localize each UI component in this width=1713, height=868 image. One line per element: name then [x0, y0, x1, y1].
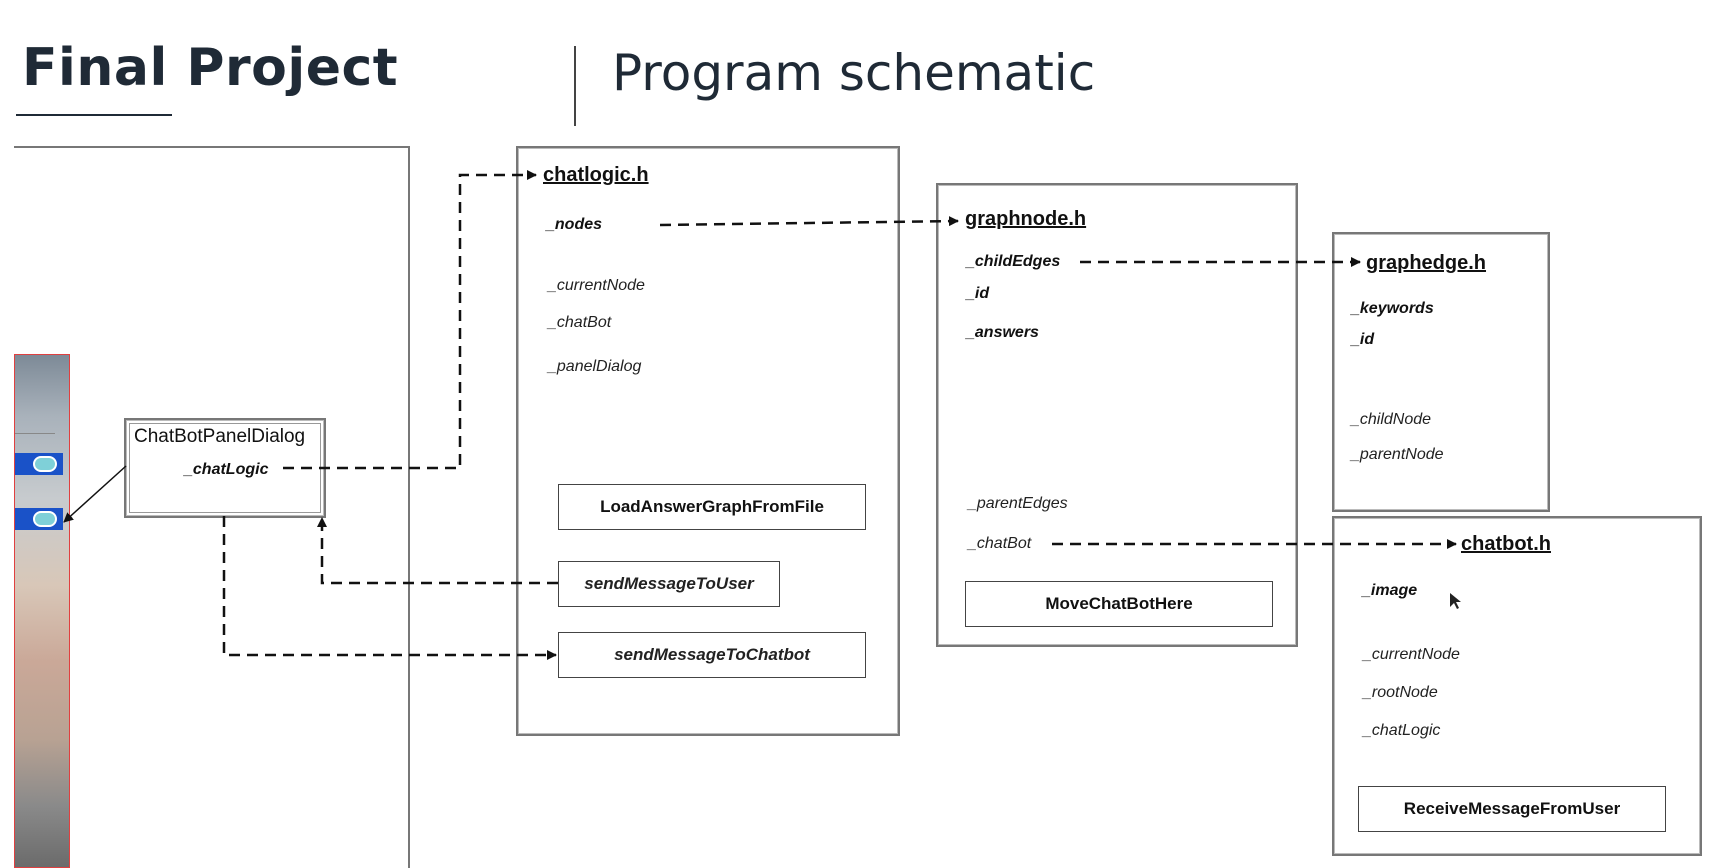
chatlogic-member: _currentNode [548, 277, 645, 294]
slide-title: Final Project [22, 38, 399, 98]
function-move-chatbot-here: MoveChatBotHere [965, 581, 1273, 627]
arrow-panel-to-thumbnail [63, 465, 127, 523]
graphnode-member: _id [966, 285, 990, 302]
graphnode-member: _chatBot [968, 535, 1032, 552]
arrow-chatlogic-to-header [283, 170, 537, 470]
chatbot-member: _currentNode [1363, 646, 1460, 663]
chatlogic-class-box [516, 146, 900, 736]
chatbot-member: _image [1362, 582, 1418, 599]
graphnode-header: graphnode.h [965, 208, 1087, 230]
chatlogic-member: _nodes [546, 216, 603, 233]
graphedge-class-box [1332, 232, 1550, 512]
chat-bubble-icon [15, 453, 63, 475]
panel-dialog-title: ChatBotPanelDialog [134, 426, 306, 447]
panel-dialog-member-chatlogic: _chatLogic [184, 461, 269, 478]
graphedge-header: graphedge.h [1366, 252, 1487, 274]
title-underline [16, 114, 172, 116]
chat-bubble-icon [15, 508, 63, 530]
graphnode-member: _parentEdges [968, 495, 1068, 512]
chatlogic-member: _chatBot [548, 314, 612, 331]
thumbnail-divider [15, 433, 55, 434]
arrow-nodes-to-graphnode [659, 216, 959, 227]
function-send-message-to-user: sendMessageToUser [558, 561, 780, 607]
arrow-sendmessage-to-panel [317, 517, 558, 585]
chatlogic-member: _panelDialog [548, 358, 642, 375]
graphedge-member: _id [1351, 331, 1375, 348]
chatbot-member: _rootNode [1363, 684, 1438, 701]
function-load-answer-graph: LoadAnswerGraphFromFile [558, 484, 866, 530]
graphedge-member: _parentNode [1351, 446, 1444, 463]
graphedge-member: _keywords [1351, 300, 1434, 317]
chatbot-member: _chatLogic [1363, 722, 1441, 739]
chatbot-header: chatbot.h [1461, 533, 1551, 555]
graphedge-member: _childNode [1351, 411, 1432, 428]
title-separator [574, 46, 576, 126]
mouse-cursor-icon [1450, 593, 1461, 609]
graphnode-member: _childEdges [966, 253, 1061, 270]
slide-subtitle: Program schematic [612, 44, 1096, 102]
arrow-panel-to-sendmessage-chatbot [222, 516, 557, 660]
function-receive-message-from-user: ReceiveMessageFromUser [1358, 786, 1666, 832]
chatbot-class-box [1332, 516, 1702, 856]
graphnode-member: _answers [966, 324, 1039, 341]
chatlogic-header: chatlogic.h [543, 164, 649, 186]
graphnode-class-box [936, 183, 1298, 647]
function-send-message-to-chatbot: sendMessageToChatbot [558, 632, 866, 678]
app-window-frame [14, 146, 410, 868]
